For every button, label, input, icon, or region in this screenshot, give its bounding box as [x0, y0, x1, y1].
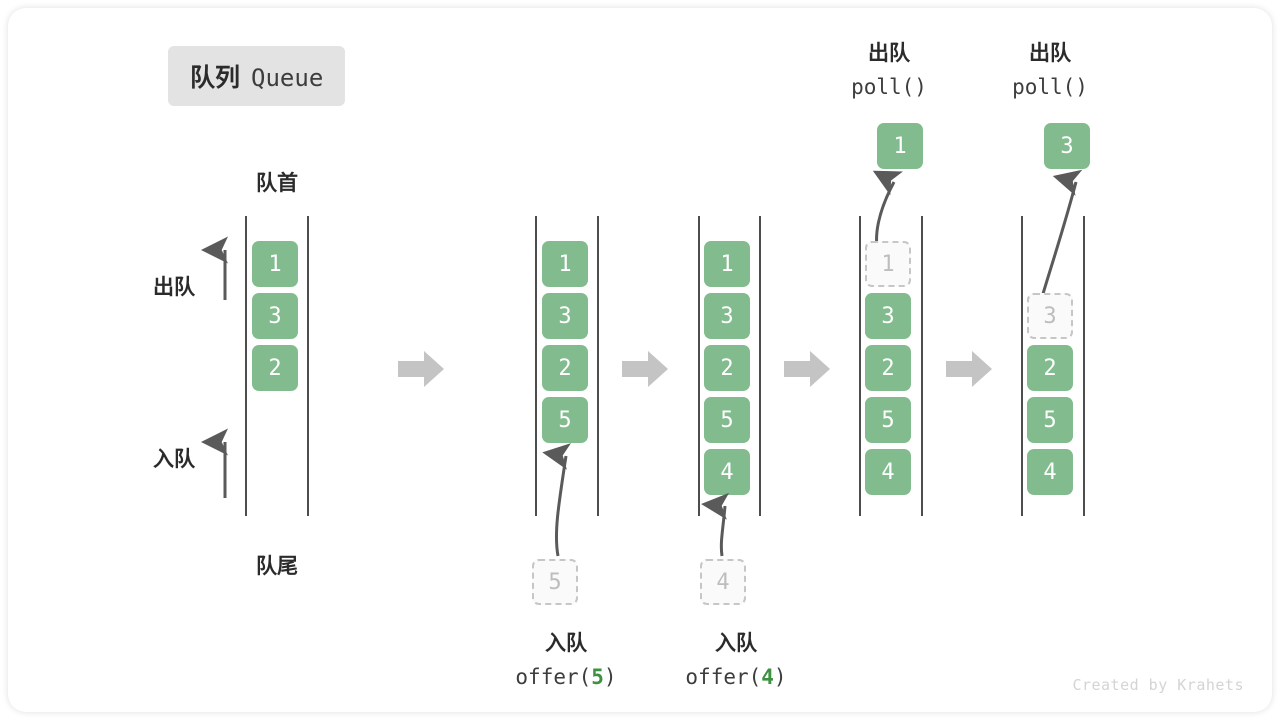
stage-4-rail-right-line [921, 216, 923, 516]
stage-3-cell-1: 3 [704, 293, 750, 339]
stage-3-cell-3: 5 [704, 397, 750, 443]
transition-arrow-4 [946, 351, 992, 387]
enqueue-direction-label: 入队 [153, 448, 195, 471]
stage-5-op-cn: 出队 [1029, 42, 1071, 65]
transition-arrow-2 [622, 351, 668, 387]
stage-3-cell-2: 2 [704, 345, 750, 391]
stage-1-rail-right-line [307, 216, 309, 516]
enqueue-direction-arrow [201, 428, 228, 498]
stage-5-rail-right-line [1083, 216, 1085, 516]
stage-4-op-code-suffix: ) [914, 74, 927, 99]
stage-2-rail-right-line [597, 216, 599, 516]
stage-2-cell-1: 3 [542, 293, 588, 339]
stage-3-cell-0: 1 [704, 241, 750, 287]
stage-4-cell-2: 2 [865, 345, 911, 391]
diagram-title-badge: 队列 Queue [168, 46, 346, 106]
stage-3-op-code-prefix: offer( [685, 664, 762, 689]
title-english: Queue [251, 64, 324, 92]
stage-4-op-cn: 出队 [868, 42, 910, 65]
stage-2-op-code-suffix: ) [603, 664, 617, 689]
stage-5-op-code-suffix: ) [1075, 74, 1088, 99]
stage-5-cell-3: 5 [1027, 397, 1073, 443]
diagram-card: 队列 Queue 队首 队尾 出队 入队 1 3 2 1 3 2 5 5 [8, 8, 1272, 712]
stage-1-cell-2: 2 [252, 345, 298, 391]
queue-head-label: 队首 [256, 172, 298, 195]
stage-4-cell-0: 1 [865, 241, 911, 287]
stage-4-extracted-cell: 1 [877, 123, 923, 169]
stage-2-op-code-arg: 5 [591, 664, 604, 689]
footer-credit: Created by Krahets [1072, 676, 1244, 694]
stage-1-rail-left-line [245, 216, 247, 516]
stage-3-cell-4: 4 [704, 449, 750, 495]
stage-2-op-code-prefix: offer( [515, 664, 592, 689]
stage-3-incoming-ghost-cell: 4 [700, 559, 746, 605]
stage-3-op-code-arg: 4 [761, 664, 774, 689]
stage-4-operation-label: 出队 poll() [809, 38, 969, 103]
stage-5-cell-4: 4 [1027, 449, 1073, 495]
transition-arrow-1 [398, 351, 444, 387]
stage-3-rail-right-line [759, 216, 761, 516]
stage-4-cell-4: 4 [865, 449, 911, 495]
stage-3-rail-left-line [698, 216, 700, 516]
stage-1-cell-0: 1 [252, 241, 298, 287]
stage-2-op-code: offer(5) [466, 661, 666, 694]
dequeue-direction-label: 出队 [153, 276, 195, 299]
stage-3-op-code: offer(4) [636, 661, 836, 694]
stage-5-op-code: poll() [970, 71, 1130, 104]
stage-5-cell-1: 3 [1027, 293, 1073, 339]
stage-5-op-code-prefix: poll( [1012, 74, 1076, 99]
stage-2-op-cn: 入队 [545, 632, 587, 655]
title-chinese: 队列 [190, 64, 241, 92]
stage-5-rail-left-line [1021, 216, 1023, 516]
stage-4-cell-3: 5 [865, 397, 911, 443]
stage-2-cell-2: 2 [542, 345, 588, 391]
stage-5-operation-label: 出队 poll() [970, 38, 1130, 103]
stage-3-enqueue-arrow [701, 492, 730, 557]
stage-3-operation-label: 入队 offer(4) [636, 628, 836, 693]
stage-5-cell-2: 2 [1027, 345, 1073, 391]
stage-2-operation-label: 入队 offer(5) [466, 628, 666, 693]
dequeue-direction-arrow [201, 236, 228, 300]
queue-tail-label: 队尾 [256, 555, 298, 578]
stage-3-op-cn: 入队 [715, 632, 757, 655]
stage-1-cell-1: 3 [252, 293, 298, 339]
stage-2-cell-3: 5 [542, 397, 588, 443]
stage-5-extracted-cell: 3 [1044, 123, 1090, 169]
stage-2-cell-0: 1 [542, 241, 588, 287]
stage-3-op-code-suffix: ) [773, 664, 787, 689]
stage-4-cell-1: 3 [865, 293, 911, 339]
stage-4-op-code-prefix: poll( [851, 74, 915, 99]
stage-2-incoming-ghost-cell: 5 [532, 559, 578, 605]
stage-4-op-code: poll() [809, 71, 969, 104]
stage-2-enqueue-arrow [542, 443, 572, 557]
transition-arrow-3 [784, 351, 830, 387]
stage-5-dequeue-arrow [1038, 169, 1083, 305]
stage-2-rail-left-line [535, 216, 537, 516]
stage-4-rail-left-line [859, 216, 861, 516]
